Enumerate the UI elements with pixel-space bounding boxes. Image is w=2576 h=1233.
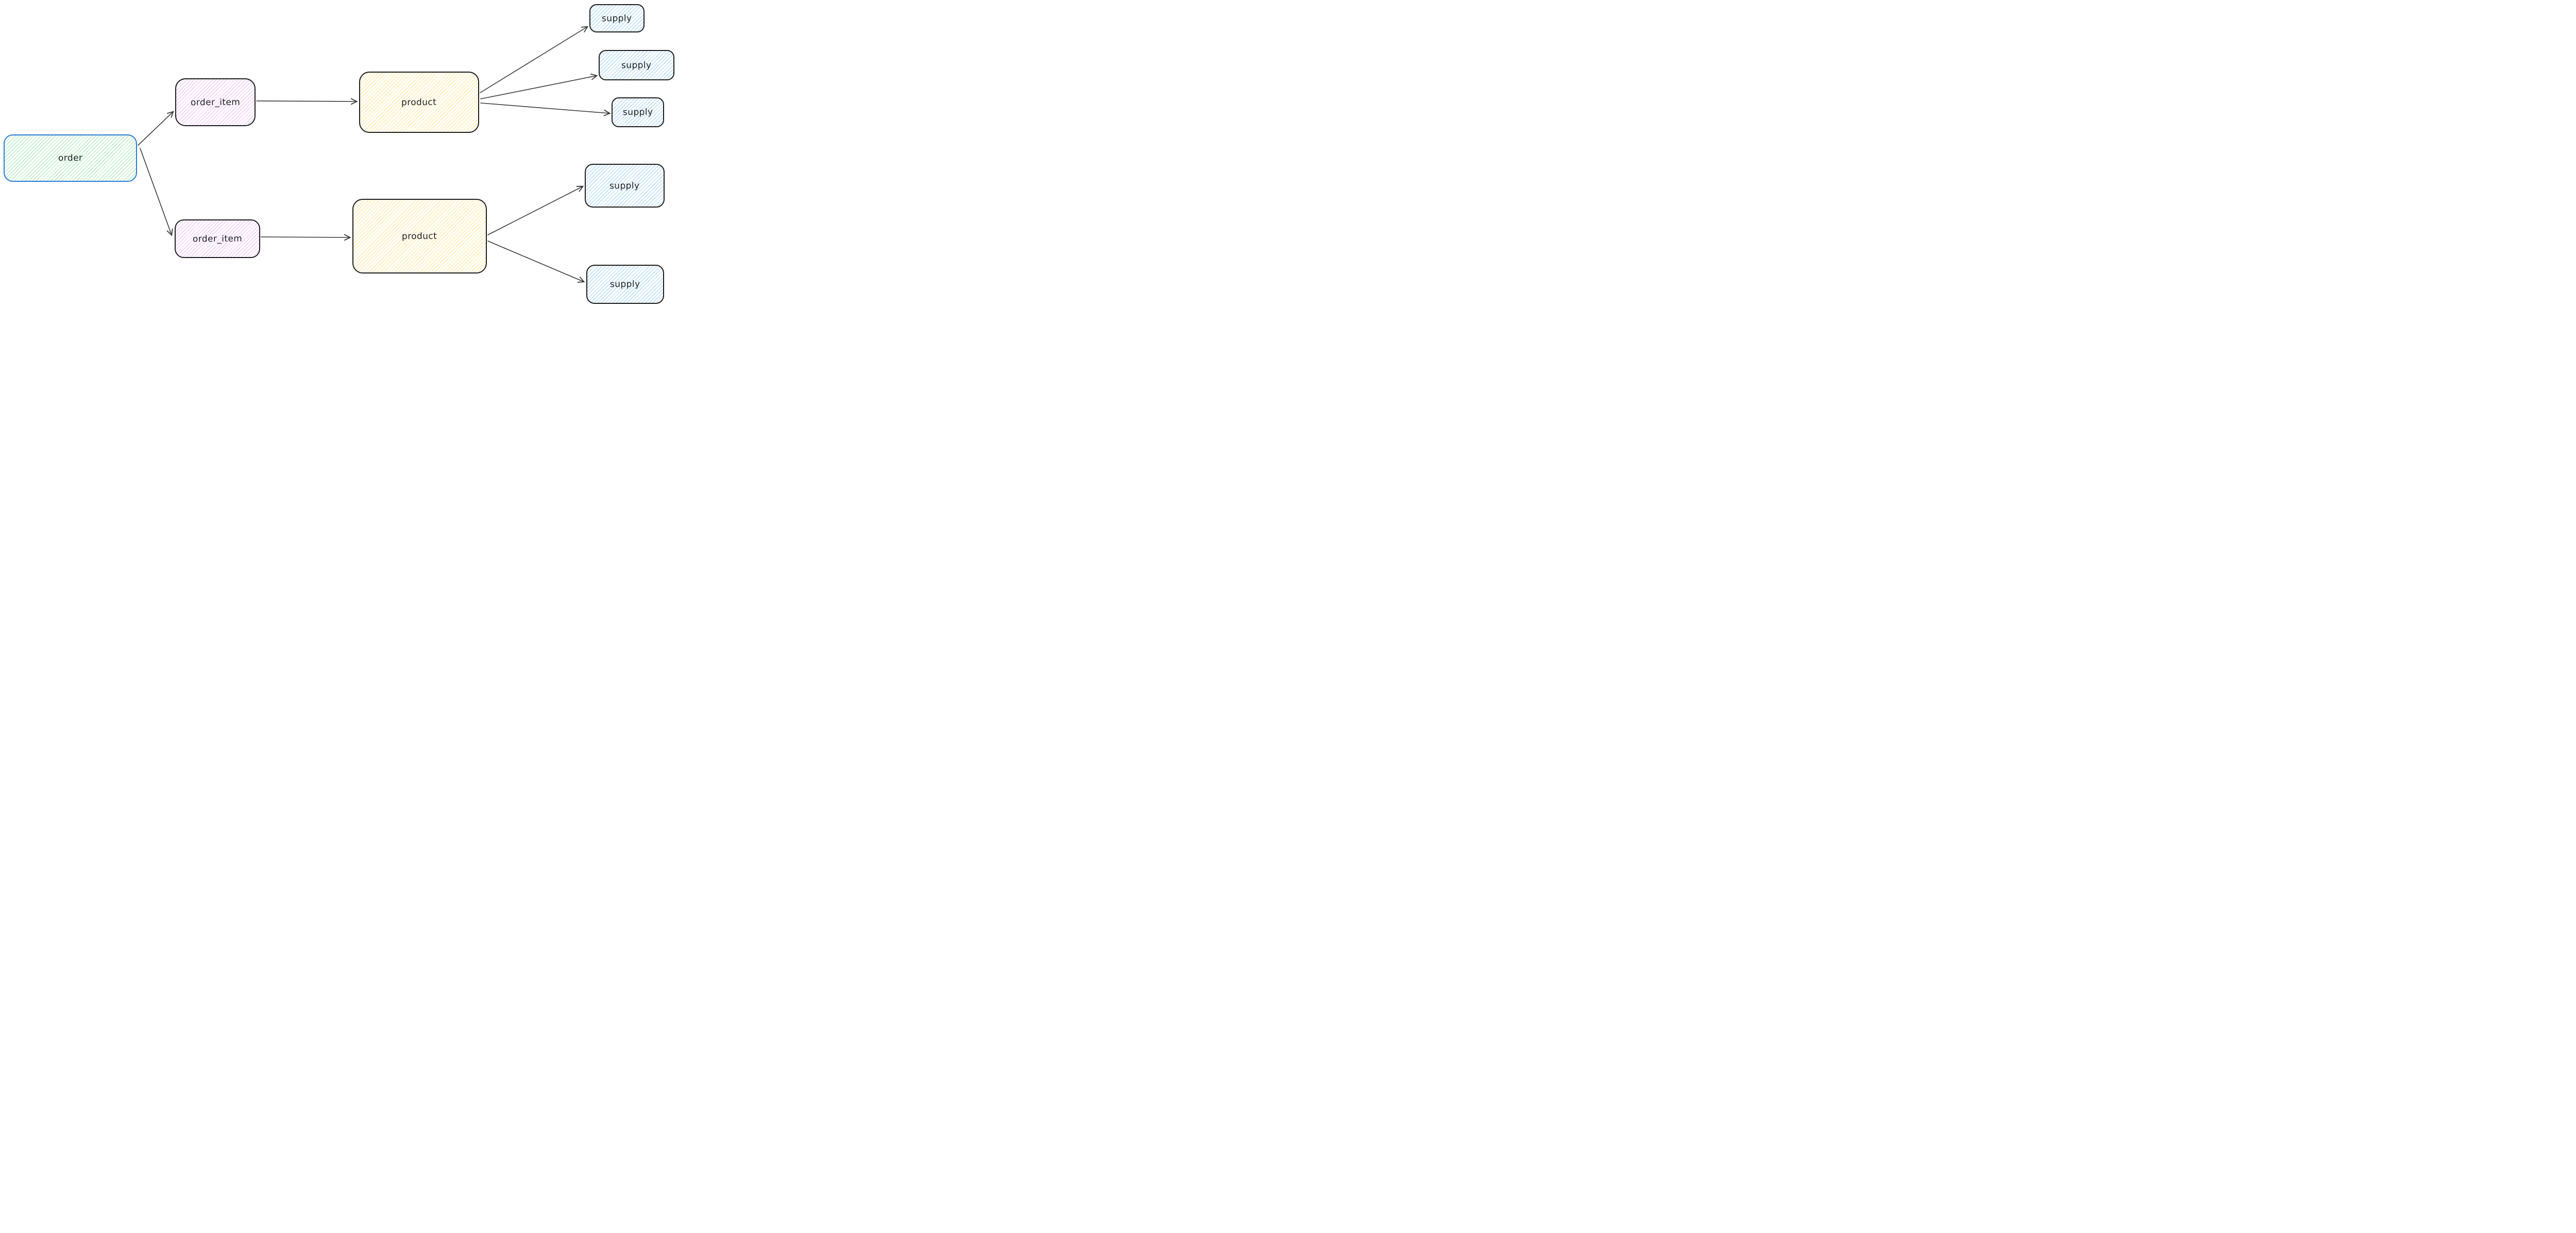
node-label: supply (602, 13, 632, 24)
arrow-product-1-to-supply-3[interactable] (480, 102, 609, 113)
arrow-product-1-to-supply-1[interactable] (480, 27, 587, 93)
node-label: product (401, 97, 437, 108)
node-supply-3[interactable]: supply (612, 97, 664, 127)
node-label: supply (621, 60, 652, 71)
arrow-product-1-to-supply-2[interactable] (480, 76, 597, 99)
node-order-item-1[interactable]: order_item (175, 78, 256, 126)
node-supply-1[interactable]: supply (589, 4, 645, 32)
node-label: order_item (190, 97, 241, 108)
arrow-order-to-order-item-2[interactable] (140, 148, 172, 235)
node-label: order (58, 152, 83, 164)
node-order[interactable]: order (4, 134, 137, 182)
node-label: supply (610, 279, 640, 290)
arrow-order-to-order-item-1[interactable] (138, 112, 173, 146)
node-label: supply (622, 107, 653, 118)
node-supply-4[interactable]: supply (585, 164, 665, 208)
node-product-1[interactable]: product (359, 72, 479, 133)
arrow-product-2-to-supply-4[interactable] (487, 186, 583, 235)
node-order-item-2[interactable]: order_item (175, 219, 260, 258)
arrow-product-2-to-supply-5[interactable] (487, 241, 584, 282)
node-label: supply (609, 180, 640, 191)
node-label: product (402, 231, 437, 242)
node-supply-5[interactable]: supply (586, 265, 664, 304)
diagram-canvas: order order_item order_item product prod… (0, 0, 675, 309)
edges-layer (138, 0, 675, 309)
node-product-2[interactable]: product (352, 199, 487, 273)
node-label: order_item (192, 233, 243, 244)
node-supply-2[interactable]: supply (599, 50, 674, 80)
